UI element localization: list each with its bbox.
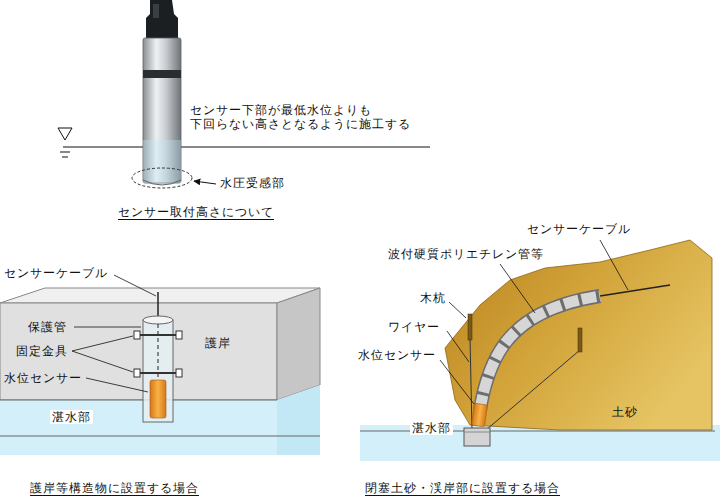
protective-pipe: [137, 372, 179, 374]
water-area-left: [277, 385, 320, 455]
part-label: 水位センサー: [358, 348, 436, 362]
water-area-left: [0, 436, 320, 437]
sensor-photo: [143, 140, 181, 183]
part-label: センサーケーブル: [527, 222, 631, 236]
part-label: センサーケーブル: [4, 266, 108, 280]
sensor-photo: [146, 0, 178, 40]
sensor-photo: [143, 70, 181, 78]
sediment-slope: [445, 240, 712, 430]
protective-pipe: [137, 334, 179, 336]
part-label: ワイヤー: [388, 320, 440, 334]
part-label: 水圧受感部: [220, 176, 285, 190]
sensor-photo: [132, 168, 192, 188]
protective-pipe: [176, 331, 182, 339]
leader-line: [440, 240, 628, 404]
wooden-stake: [468, 314, 472, 340]
leader-line: [440, 360, 474, 404]
corrugated-pipe: [480, 296, 600, 410]
leader-line: [74, 327, 141, 328]
leader-line: [86, 378, 148, 392]
wire: [470, 338, 472, 430]
revetment-block: [0, 288, 320, 303]
leader-line: [72, 275, 156, 392]
part-label: 木杭: [420, 291, 446, 305]
protective-pipe: [158, 324, 159, 380]
protective-pipe: [134, 331, 140, 339]
protective-pipe: [143, 316, 173, 324]
figure-caption: センサー取付高さについて: [118, 205, 274, 219]
area-label: 土砂: [612, 405, 638, 419]
water-level-line: [63, 147, 430, 148]
leader-line: [447, 331, 469, 362]
wooden-stake: [578, 328, 582, 352]
corrugated-pipe: [464, 432, 490, 433]
water-level-line: [58, 128, 430, 157]
corrugated-pipe: [464, 285, 670, 446]
sediment-slope: [445, 240, 712, 430]
figure-caption: 閉塞土砂・渓岸部に設置する場合: [365, 481, 560, 495]
leader-line: [449, 302, 466, 318]
water-area-left: [0, 400, 277, 401]
corrugated-pipe: [480, 296, 600, 410]
revetment-block: [0, 303, 277, 400]
protective-pipe: [134, 292, 182, 422]
corrugated-pipe: [600, 285, 670, 296]
area-label: 湛水部: [410, 421, 453, 435]
sensor-photo: [153, 4, 159, 18]
protective-pipe: [134, 369, 140, 377]
area-label: 護岸: [205, 336, 231, 350]
construction-note: センサー下部が最低水位よりも 下回らない高さとなるように施工する: [190, 103, 430, 131]
water-level-line: [58, 128, 72, 140]
corrugated-pipe: [464, 428, 490, 446]
part-label: 固定金具: [16, 344, 68, 358]
part-label: 水位センサー: [4, 371, 82, 385]
part-label: 保護管: [28, 320, 67, 334]
protective-pipe: [176, 369, 182, 377]
sensor-photo: [143, 180, 181, 185]
water-level-line: [62, 157, 68, 158]
figure-caption: 護岸等構造物に設置する場合: [30, 481, 199, 495]
part-label: 波付硬質ポリエチレン管等: [388, 247, 544, 261]
protective-pipe: [150, 380, 166, 418]
sensor-photo: [194, 181, 216, 184]
sensor-photo: [143, 38, 181, 183]
leader-line: [72, 351, 133, 372]
water-level-line: [60, 152, 70, 153]
area-label: 湛水部: [50, 410, 93, 424]
corrugated-pipe: [472, 403, 488, 427]
leader-line: [500, 264, 535, 313]
sensor-photo: [132, 0, 216, 188]
leader-line: [72, 336, 133, 351]
leader-line: [600, 240, 628, 290]
leader-line: [114, 275, 156, 296]
revetment-block: [277, 288, 320, 400]
